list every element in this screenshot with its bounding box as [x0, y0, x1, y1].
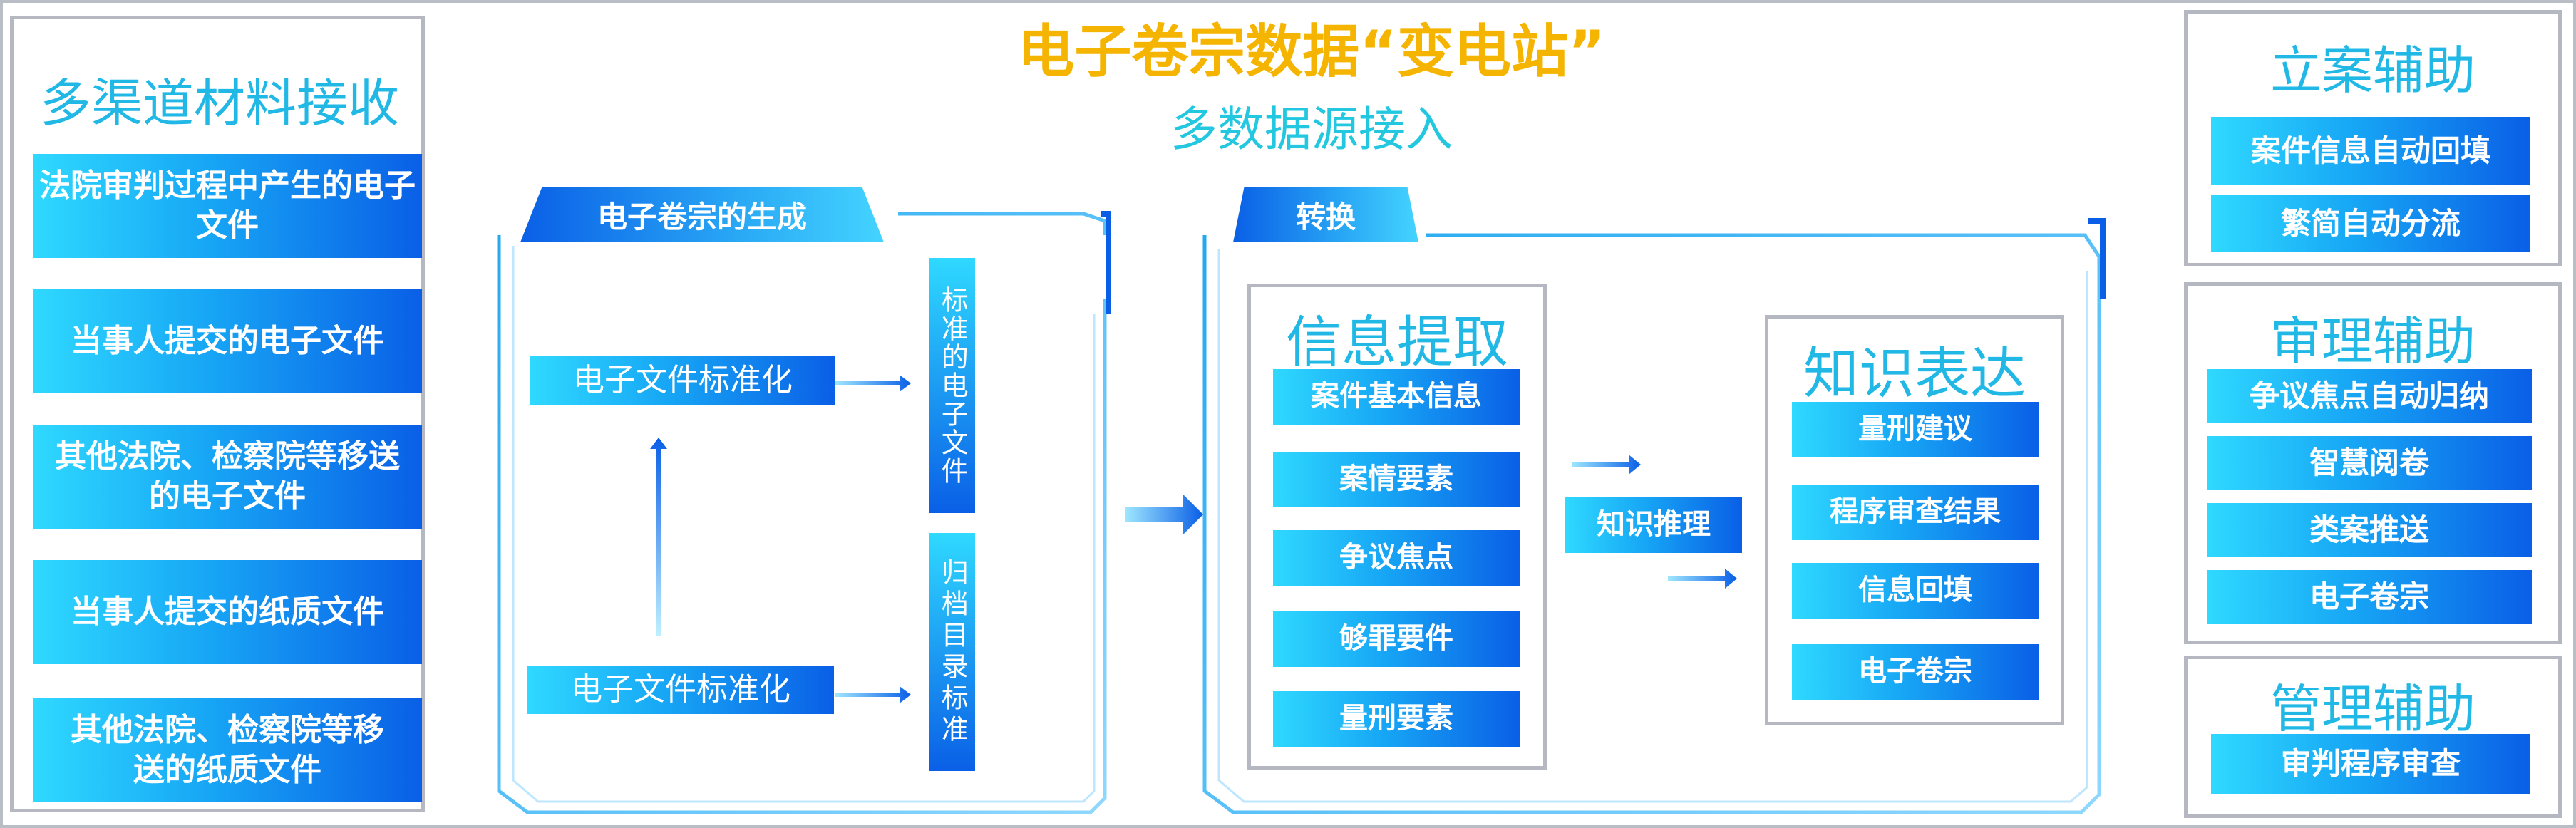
express-item-3: 信息回填: [1792, 563, 2039, 619]
trial-item-1: 争议焦点自动归纳: [2207, 369, 2532, 423]
archive-catalog-label: 归档目录标准: [937, 558, 969, 746]
extract-heading: 信息提取: [1285, 311, 1508, 375]
generation-tab: 电子卷宗的生成: [520, 187, 884, 242]
left-item-5: 其他法院、检察院等移送的纸质文件: [33, 698, 422, 802]
std-box-top: 电子文件标准化: [530, 356, 835, 405]
sub-title: 多数据源接入: [1170, 102, 1453, 157]
left-item-3: 其他法院、检察院等移送的电子文件: [33, 425, 422, 529]
express-item-4: 电子卷宗: [1792, 644, 2039, 700]
reasoning-box: 知识推理: [1565, 497, 1742, 553]
trial-item-3: 类案推送: [2207, 503, 2532, 557]
extract-item-3: 争议焦点: [1273, 530, 1520, 586]
extract-item-2: 案情要素: [1273, 452, 1520, 507]
filing-item-2: 繁简自动分流: [2211, 195, 2530, 252]
management-heading: 管理辅助: [2270, 679, 2475, 739]
left-panel-heading: 多渠道材料接收: [39, 73, 399, 133]
express-item-1: 量刑建议: [1792, 402, 2039, 457]
management-item-1: 审判程序审查: [2211, 734, 2530, 794]
left-item-2: 当事人提交的电子文件: [33, 289, 422, 393]
conversion-tab: 转换: [1233, 187, 1418, 242]
archive-catalog-box: 归档目录标准: [929, 533, 975, 771]
trial-heading: 审理辅助: [2270, 311, 2475, 371]
main-title: 电子卷宗数据“变电站”: [1017, 19, 1606, 85]
trial-item-4: 电子卷宗: [2207, 570, 2532, 624]
standard-files-label: 标准的电子文件: [937, 286, 969, 485]
express-item-2: 程序审查结果: [1792, 485, 2039, 540]
express-heading: 知识表达: [1803, 342, 2026, 406]
standard-files-box: 标准的电子文件: [929, 258, 975, 513]
left-item-1: 法院审判过程中产生的电子文件: [33, 154, 422, 258]
filing-heading: 立案辅助: [2270, 41, 2475, 100]
trial-item-2: 智慧阅卷: [2207, 436, 2532, 490]
std-box-bottom: 电子文件标准化: [527, 666, 834, 714]
left-panel: [10, 16, 425, 812]
extract-item-4: 够罪要件: [1273, 611, 1520, 667]
extract-item-5: 量刑要素: [1273, 691, 1520, 747]
extract-panel: [1247, 284, 1547, 770]
filing-item-1: 案件信息自动回填: [2211, 117, 2530, 185]
extract-item-1: 案件基本信息: [1273, 369, 1520, 425]
left-item-4: 当事人提交的纸质文件: [33, 560, 422, 664]
